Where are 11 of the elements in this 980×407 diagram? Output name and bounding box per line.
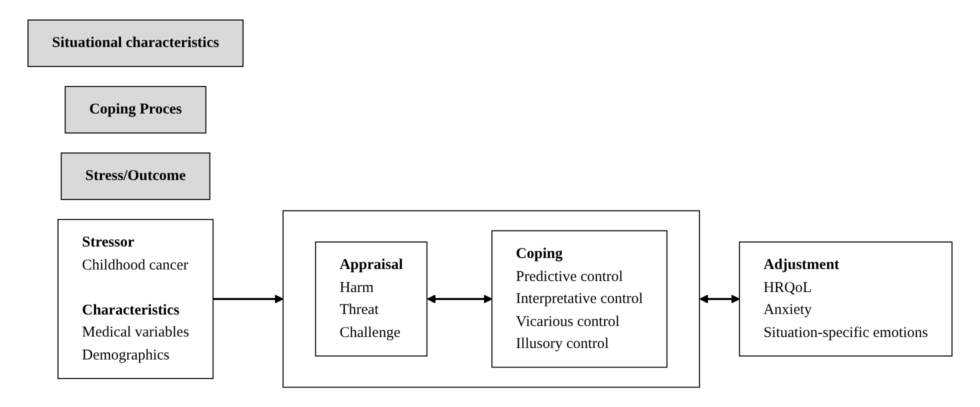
cluster xyxy=(282,210,700,388)
arrow xyxy=(213,294,284,304)
node-box: Situational characteristics xyxy=(27,19,244,67)
arrow xyxy=(699,294,740,304)
node-box: Adjustment HRQoL Anxiety Situation-specific emotions xyxy=(738,241,952,356)
arrow xyxy=(426,294,492,304)
node-box: Stressor Childhood cancer Characteristics Medical variables Demographics xyxy=(58,218,214,379)
node-box: Coping Predictive control Interpretative control Vicarious control Illusory control xyxy=(491,230,668,368)
node-box: Appraisal Harm Threat Challenge xyxy=(315,241,428,356)
node-box: Coping Proces xyxy=(64,86,206,134)
node-box: Stress/Outcome xyxy=(60,152,210,200)
